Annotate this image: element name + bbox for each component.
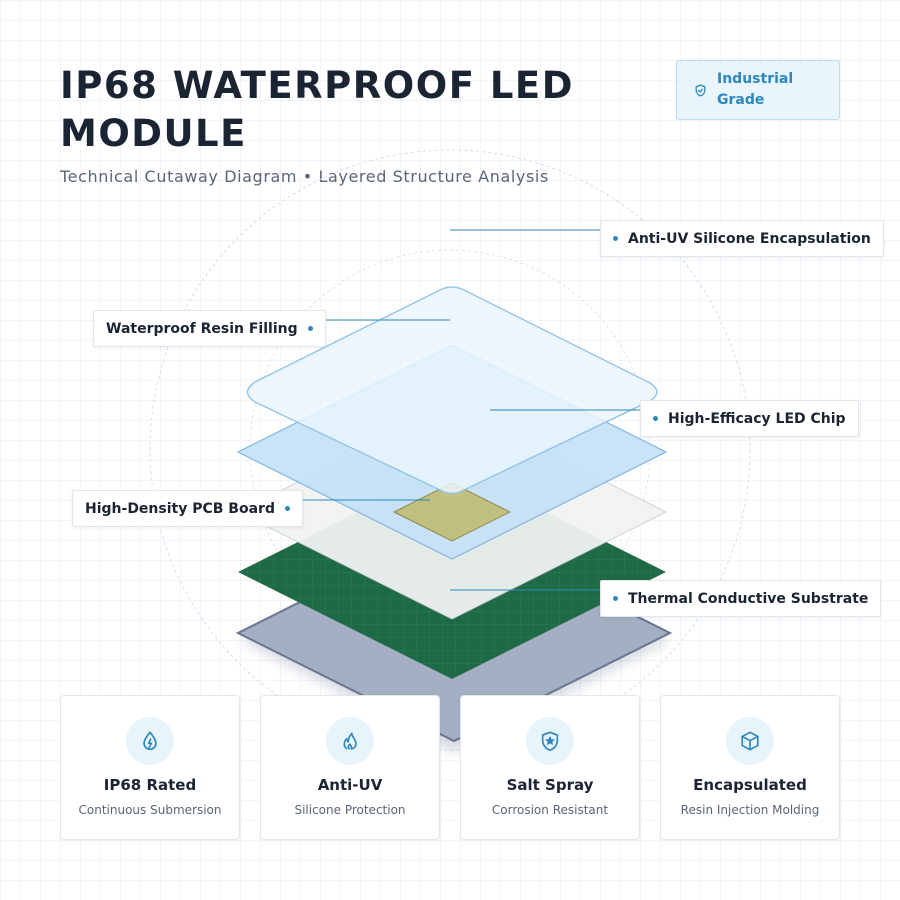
callout-dot <box>284 506 290 511</box>
cube-icon <box>726 717 774 765</box>
callout-substrate: Thermal Conductive Substrate <box>600 580 882 617</box>
callout-pcb: High-Density PCB Board <box>72 490 303 527</box>
callout-label-silicone: Anti-UV Silicone Encapsulation <box>628 230 871 247</box>
feature-title: Encapsulated <box>693 776 807 794</box>
feature-desc: Silicone Protection <box>294 803 406 817</box>
feature-title: Salt Spray <box>506 776 594 794</box>
feature-desc: Continuous Submersion <box>78 803 222 817</box>
feature-title: Anti-UV <box>317 776 383 794</box>
callout-silicone: Anti-UV Silicone Encapsulation <box>600 220 884 257</box>
callout-label-pcb: High-Density PCB Board <box>85 500 275 517</box>
callout-dot <box>653 416 658 421</box>
callout-dot <box>307 326 313 331</box>
led-chip <box>392 482 512 542</box>
callout-dot <box>613 596 618 601</box>
shield-star-icon <box>526 717 574 765</box>
guide-circle-outer <box>149 149 751 751</box>
feature-desc: Corrosion Resistant <box>491 803 609 817</box>
feature-title: IP68 Rated <box>103 776 197 794</box>
callout-label-substrate: Thermal Conductive Substrate <box>628 590 869 607</box>
page-subtitle: Technical Cutaway Diagram • Layered Stru… <box>60 167 549 186</box>
feature-desc: Resin Injection Molding <box>680 803 820 817</box>
badge-label: Industrial Grade <box>717 71 794 108</box>
feature-card-encapsulated: Encapsulated Resin Injection Molding <box>660 695 840 840</box>
callout-dot <box>613 236 618 241</box>
callout-chip: High-Efficacy LED Chip <box>640 400 859 437</box>
feature-card-ip68: IP68 Rated Continuous Submersion <box>60 695 240 840</box>
callout-resin: Waterproof Resin Filling <box>93 310 326 347</box>
water-drop-icon <box>126 717 174 765</box>
feature-card-anti-uv: Anti-UV Silicone Protection <box>260 695 440 840</box>
feature-card-salt-spray: Salt Spray Corrosion Resistant <box>460 695 640 840</box>
industrial-grade-badge: Industrial Grade <box>676 60 840 120</box>
callout-label-resin: Waterproof Resin Filling <box>106 320 298 337</box>
page-title: IP68 WATERPROOF LED MODULE <box>60 64 574 155</box>
callout-label-chip: High-Efficacy LED Chip <box>668 410 846 427</box>
flame-icon <box>326 717 374 765</box>
shield-check-icon <box>695 83 706 97</box>
